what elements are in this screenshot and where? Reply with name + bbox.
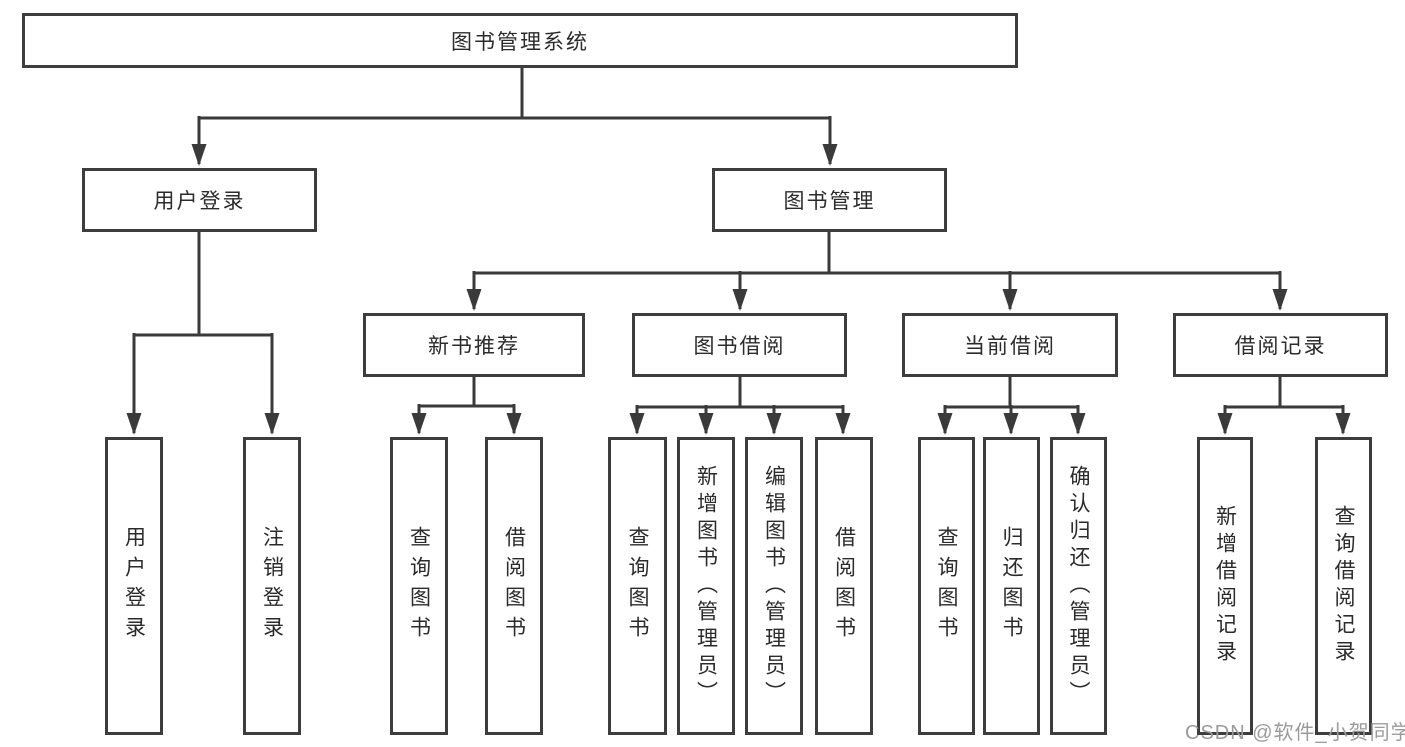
node-label: 新书推荐 [428, 335, 520, 358]
leaf-edit-books-admin: 编辑图书（管理员） [745, 437, 803, 735]
leaf-query-borrow-record: 查询借阅记录 [1315, 437, 1372, 735]
leaf-user-login: 用户登录 [105, 437, 163, 735]
leaf-logout: 注销登录 [243, 437, 301, 735]
leaf-query-books-borrow: 查询图书 [608, 437, 667, 735]
leaf-label: 查询图书 [407, 526, 431, 646]
csdn-watermark: CSDN @软件_小贺同学 [1185, 722, 1405, 744]
leaf-label: 确认归还（管理员） [1067, 464, 1090, 708]
node-label: 图书借阅 [693, 335, 786, 358]
leaf-borrow-books-recommend: 借阅图书 [485, 437, 543, 735]
node-borrow-record: 借阅记录 [1173, 313, 1388, 377]
node-book-borrow: 图书借阅 [632, 313, 847, 377]
leaf-label: 查询图书 [935, 526, 958, 646]
leaf-label: 归还图书 [1000, 526, 1023, 646]
leaf-label: 借阅图书 [502, 526, 526, 646]
leaf-label: 新增借阅记录 [1213, 505, 1237, 667]
leaf-label: 查询图书 [626, 526, 649, 646]
node-new-book-recommend: 新书推荐 [363, 313, 585, 377]
connector-lines [126, 66, 1351, 435]
node-current-borrow: 当前借阅 [902, 313, 1118, 377]
leaf-borrow-books: 借阅图书 [815, 437, 873, 735]
leaf-add-borrow-record: 新增借阅记录 [1197, 437, 1253, 735]
node-book-management: 图书管理 [712, 168, 947, 232]
node-label: 图书管理系统 [451, 30, 589, 54]
leaf-label: 编辑图书（管理员） [762, 464, 786, 708]
leaf-label: 注销登录 [260, 526, 284, 646]
node-label: 用户登录 [153, 190, 246, 213]
node-label: 当前借阅 [964, 335, 1056, 358]
node-label: 图书管理 [783, 190, 876, 213]
leaf-add-books-admin: 新增图书（管理员） [677, 437, 735, 735]
leaf-confirm-return-admin: 确认归还（管理员） [1050, 437, 1107, 735]
leaf-label: 新增图书（管理员） [694, 464, 718, 708]
leaf-return-books: 归还图书 [983, 437, 1040, 735]
node-library-management-system: 图书管理系统 [22, 13, 1018, 68]
node-label: 借阅记录 [1234, 335, 1327, 358]
leaf-label: 借阅图书 [832, 526, 856, 646]
node-user-login: 用户登录 [82, 168, 317, 232]
leaf-query-books-current: 查询图书 [918, 437, 975, 735]
leaf-label: 用户登录 [122, 526, 146, 646]
leaf-query-books-recommend: 查询图书 [390, 437, 448, 735]
leaf-label: 查询借阅记录 [1332, 505, 1355, 667]
